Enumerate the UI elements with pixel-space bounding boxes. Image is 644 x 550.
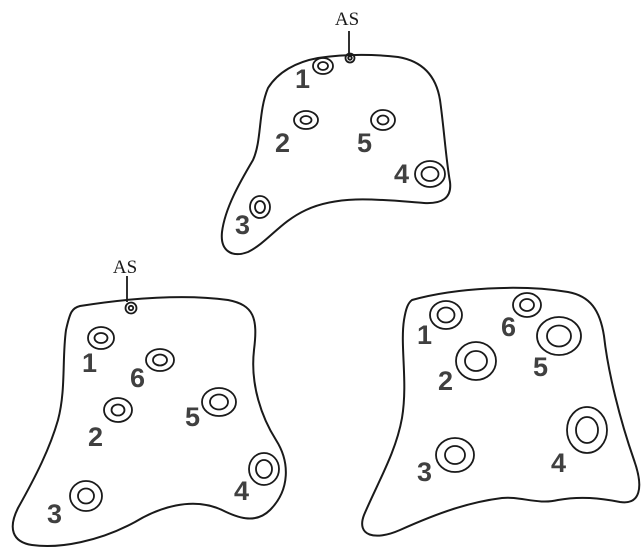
- feature-2-inner-ring: [299, 115, 313, 125]
- feature-6: 6: [501, 292, 542, 342]
- feature-5-label: 5: [533, 352, 548, 382]
- feature-2-inner-ring: [464, 350, 488, 372]
- feature-4-inner-ring: [420, 166, 440, 182]
- feature-6-outer-ring: [512, 292, 542, 318]
- feature-3-outer-ring: [249, 195, 271, 219]
- feature-3-label: 3: [417, 457, 432, 487]
- section-bottom-right-outline: [361, 286, 641, 537]
- feature-2-inner-ring: [110, 403, 126, 417]
- feature-3-label: 3: [47, 499, 62, 529]
- feature-4: 4: [234, 452, 280, 506]
- feature-2: 2: [275, 110, 319, 158]
- as-label: AS: [113, 257, 137, 278]
- feature-4-label: 4: [394, 159, 409, 189]
- feature-3: 3: [235, 195, 271, 240]
- feature-6-label: 6: [501, 312, 516, 342]
- feature-6: 6: [130, 348, 175, 393]
- feature-2: 2: [438, 341, 497, 396]
- feature-5-inner-ring: [209, 393, 229, 411]
- feature-4-label: 4: [551, 448, 566, 478]
- feature-1: 1: [82, 326, 115, 378]
- feature-6-label: 6: [130, 363, 145, 393]
- feature-4: 4: [551, 406, 608, 478]
- feature-6-inner-ring: [519, 298, 535, 312]
- feature-3-inner-ring: [444, 445, 466, 465]
- feature-1: 1: [295, 57, 334, 94]
- feature-1-inner-ring: [436, 306, 456, 324]
- feature-3-label: 3: [235, 210, 250, 240]
- as-marker-outer-ring: [124, 301, 138, 315]
- section-bottom-left-outline: [11, 296, 287, 547]
- feature-3: 3: [47, 480, 103, 529]
- feature-1-inner-ring: [93, 332, 109, 344]
- feature-2-label: 2: [275, 128, 290, 158]
- feature-1-outer-ring: [429, 300, 463, 330]
- feature-1-outer-ring: [87, 326, 115, 350]
- section-top-outline: [220, 53, 452, 256]
- feature-1-inner-ring: [317, 61, 329, 71]
- as-marker-inner-ring: [127, 304, 135, 312]
- feature-5-inner-ring: [376, 114, 390, 126]
- feature-3-inner-ring: [77, 487, 95, 505]
- feature-3-inner-ring: [254, 200, 266, 214]
- feature-4-inner-ring: [255, 459, 273, 479]
- feature-1: 1: [417, 300, 463, 350]
- section-bottom-left: AS 1 6 2 5 4: [11, 257, 287, 547]
- feature-3-outer-ring: [435, 437, 475, 473]
- feature-4: 4: [394, 159, 446, 189]
- feature-5: 5: [533, 316, 582, 382]
- feature-5-inner-ring: [546, 324, 572, 348]
- feature-2-outer-ring: [293, 110, 319, 130]
- feature-6-outer-ring: [145, 348, 175, 372]
- feature-4-label: 4: [234, 476, 249, 506]
- feature-3: 3: [417, 437, 475, 487]
- feature-5-label: 5: [357, 128, 372, 158]
- feature-4-inner-ring: [575, 416, 599, 444]
- feature-1-label: 1: [417, 320, 432, 350]
- feature-3-outer-ring: [69, 480, 103, 512]
- feature-4-outer-ring: [414, 160, 446, 188]
- as-label: AS: [335, 9, 359, 30]
- feature-5-label: 5: [185, 402, 200, 432]
- feature-2-label: 2: [88, 422, 103, 452]
- section-bottom-right: 1 6 5 2 4 3: [361, 286, 641, 537]
- feature-1-label: 1: [295, 64, 310, 94]
- feature-5-outer-ring: [536, 316, 582, 356]
- as-marker-inner-ring: [347, 55, 353, 61]
- feature-2-outer-ring: [455, 341, 497, 381]
- feature-2: 2: [88, 397, 133, 452]
- feature-1-label: 1: [82, 348, 97, 378]
- feature-5-outer-ring: [370, 109, 396, 131]
- feature-1-outer-ring: [312, 57, 334, 75]
- as-marker-outer-ring: [344, 52, 356, 64]
- feature-5: 5: [185, 387, 237, 432]
- section-top: AS 1 2 5 4 3: [220, 9, 452, 256]
- feature-4-outer-ring: [248, 452, 280, 486]
- feature-5: 5: [357, 109, 396, 158]
- feature-6-inner-ring: [152, 353, 168, 367]
- feature-2-label: 2: [438, 366, 453, 396]
- feature-4-outer-ring: [566, 406, 608, 454]
- feature-5-outer-ring: [201, 387, 237, 417]
- feature-2-outer-ring: [103, 397, 133, 423]
